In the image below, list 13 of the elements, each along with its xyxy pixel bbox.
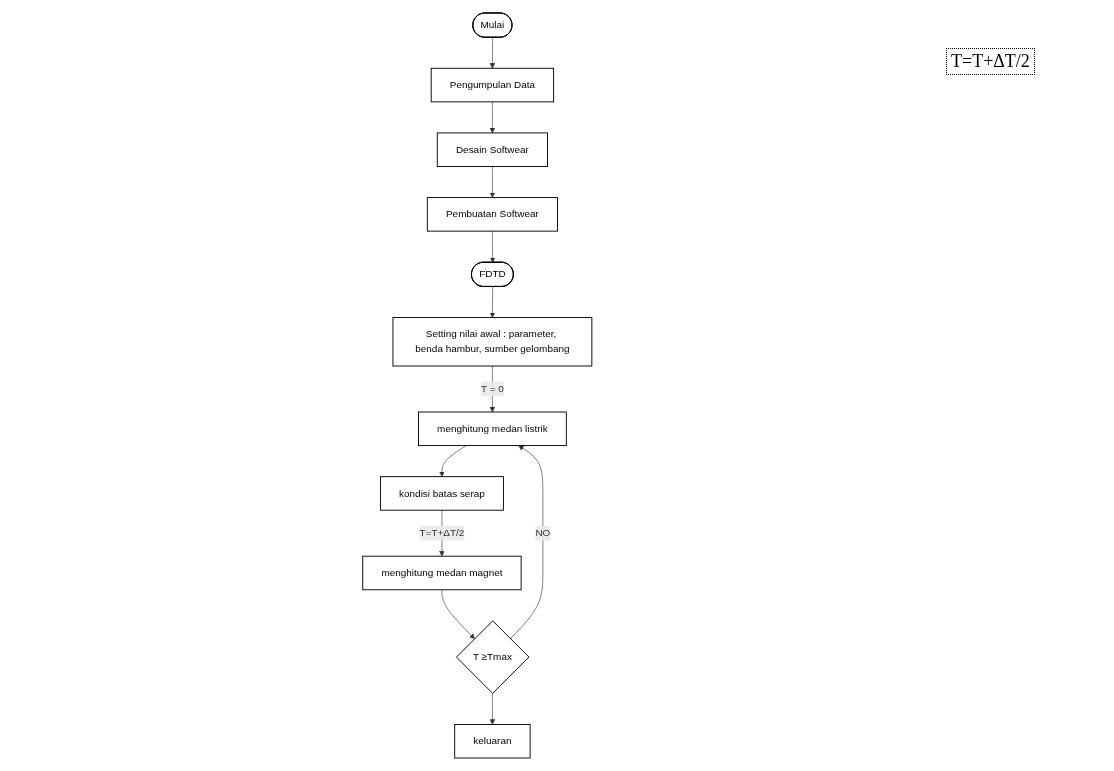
node-box: Pengumpulan Data (430, 67, 554, 103)
node-box: kondisi batas serap (379, 476, 504, 511)
node-box: Pembuatan Softwear (426, 197, 558, 232)
node-diamond: T ≥Tmax (455, 620, 530, 694)
node-box: Desain Softwear (436, 132, 548, 167)
edge-label: T=T+ΔT/2 (419, 527, 465, 539)
edge-label: NO (535, 527, 551, 539)
node-box: menghitung medan magnet (362, 555, 522, 591)
node-box: Setting nilai awal : parameter, benda hambur, sumber gelombang (392, 317, 592, 367)
note-label: T=T+ΔT/2 (946, 48, 1035, 75)
node-box: keluaran (453, 724, 531, 759)
edge-label: T = 0 (480, 383, 504, 394)
node-box: menghitung medan listrik (417, 411, 567, 447)
